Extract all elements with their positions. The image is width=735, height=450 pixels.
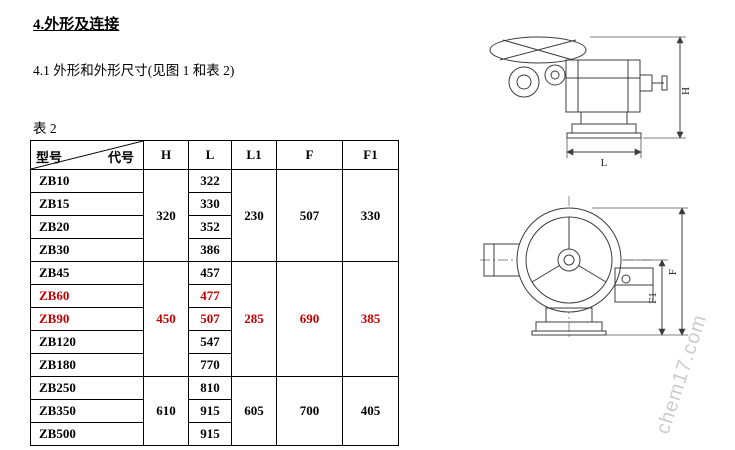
table-row: ZB10 320 322 230 507 330 <box>30 169 399 262</box>
h-cell: 320 <box>143 169 189 262</box>
table-row: ZB45 450 457 285 690 385 <box>30 261 399 377</box>
table-row: ZB30 386 <box>30 238 399 262</box>
l-cell: 477 <box>188 284 232 308</box>
f-cell: 507 <box>276 169 343 262</box>
figure-actuator-front-view: F1 F <box>472 188 707 358</box>
l-cell: 770 <box>188 353 232 377</box>
table-row: ZB90 507 <box>30 307 399 331</box>
model-cell: ZB10 <box>30 169 144 193</box>
l-cell: 322 <box>188 169 232 193</box>
h-cell: 450 <box>143 261 189 377</box>
handwheel-oblique <box>489 36 587 64</box>
l-cell: 457 <box>188 261 232 285</box>
motor-end-circles <box>508 64 566 98</box>
l-cell: 330 <box>188 192 232 216</box>
handwheel-front <box>516 207 622 313</box>
dimension-label-f: F <box>667 269 679 275</box>
column-header-h: H <box>143 140 189 170</box>
model-cell: ZB350 <box>30 399 144 423</box>
dimension-table: 型号 代号 H L L1 F F1 ZB10 320 322 230 507 3… <box>30 140 399 446</box>
column-header-f: F <box>276 140 343 170</box>
table-row: ZB120 547 <box>30 330 399 354</box>
model-cell: ZB30 <box>30 238 144 262</box>
column-header-f1: F1 <box>342 140 399 170</box>
l1-cell: 285 <box>231 261 277 377</box>
model-cell: ZB20 <box>30 215 144 239</box>
model-cell: ZB45 <box>30 261 144 285</box>
table-row: ZB500 915 <box>30 422 399 446</box>
l-cell: 915 <box>188 422 232 446</box>
dimension-h: H <box>590 36 692 139</box>
table-row: ZB180 770 <box>30 353 399 377</box>
l-cell: 810 <box>188 376 232 400</box>
page-title: 4.外形及连接 <box>33 17 120 33</box>
model-cell: ZB120 <box>30 330 144 354</box>
table-row: ZB250 610 810 605 700 405 <box>30 376 399 446</box>
figure-actuator-side-view: H L <box>478 20 698 168</box>
f1-cell: 330 <box>342 169 399 262</box>
l-cell: 386 <box>188 238 232 262</box>
dimension-f1: F1 <box>606 259 688 336</box>
table-row: ZB15 330 <box>30 192 399 216</box>
terminal-box <box>614 267 654 303</box>
dimension-f: F <box>592 207 688 336</box>
l1-cell: 230 <box>231 169 277 262</box>
l1-cell: 605 <box>231 376 277 446</box>
table-caption: 表 2 <box>33 121 57 136</box>
h-cell: 610 <box>143 376 189 446</box>
column-header-l: L <box>188 140 232 170</box>
l-cell: 507 <box>188 307 232 331</box>
l-cell: 352 <box>188 215 232 239</box>
dimension-label-l: L <box>601 157 608 168</box>
l-cell: 547 <box>188 330 232 354</box>
model-cell: ZB60 <box>30 284 144 308</box>
dimension-label-f1: F1 <box>647 292 659 304</box>
dimension-l: L <box>566 138 642 168</box>
corner-col-label: 代号 <box>107 150 134 165</box>
corner-row-label: 型号 <box>36 150 63 165</box>
actuator-body <box>565 59 668 139</box>
model-cell: ZB180 <box>30 353 144 377</box>
model-cell: ZB500 <box>30 422 144 446</box>
f1-cell: 405 <box>342 376 399 446</box>
l-cell: 915 <box>188 399 232 423</box>
table-header-row: 型号 代号 H L L1 F F1 <box>30 140 399 170</box>
base-assembly <box>531 307 607 336</box>
column-header-l1: L1 <box>231 140 277 170</box>
f-cell: 700 <box>276 376 343 446</box>
f-cell: 690 <box>276 261 343 377</box>
model-cell: ZB15 <box>30 192 144 216</box>
section-subtitle: 4.1 外形和外形尺寸(见图 1 和表 2) <box>33 63 235 78</box>
f1-cell: 385 <box>342 261 399 377</box>
model-cell: ZB250 <box>30 376 144 400</box>
corner-cell: 型号 代号 <box>30 140 144 170</box>
corner-diagonal-line <box>31 141 143 169</box>
dimension-label-h: H <box>680 87 692 95</box>
model-cell: ZB90 <box>30 307 144 331</box>
